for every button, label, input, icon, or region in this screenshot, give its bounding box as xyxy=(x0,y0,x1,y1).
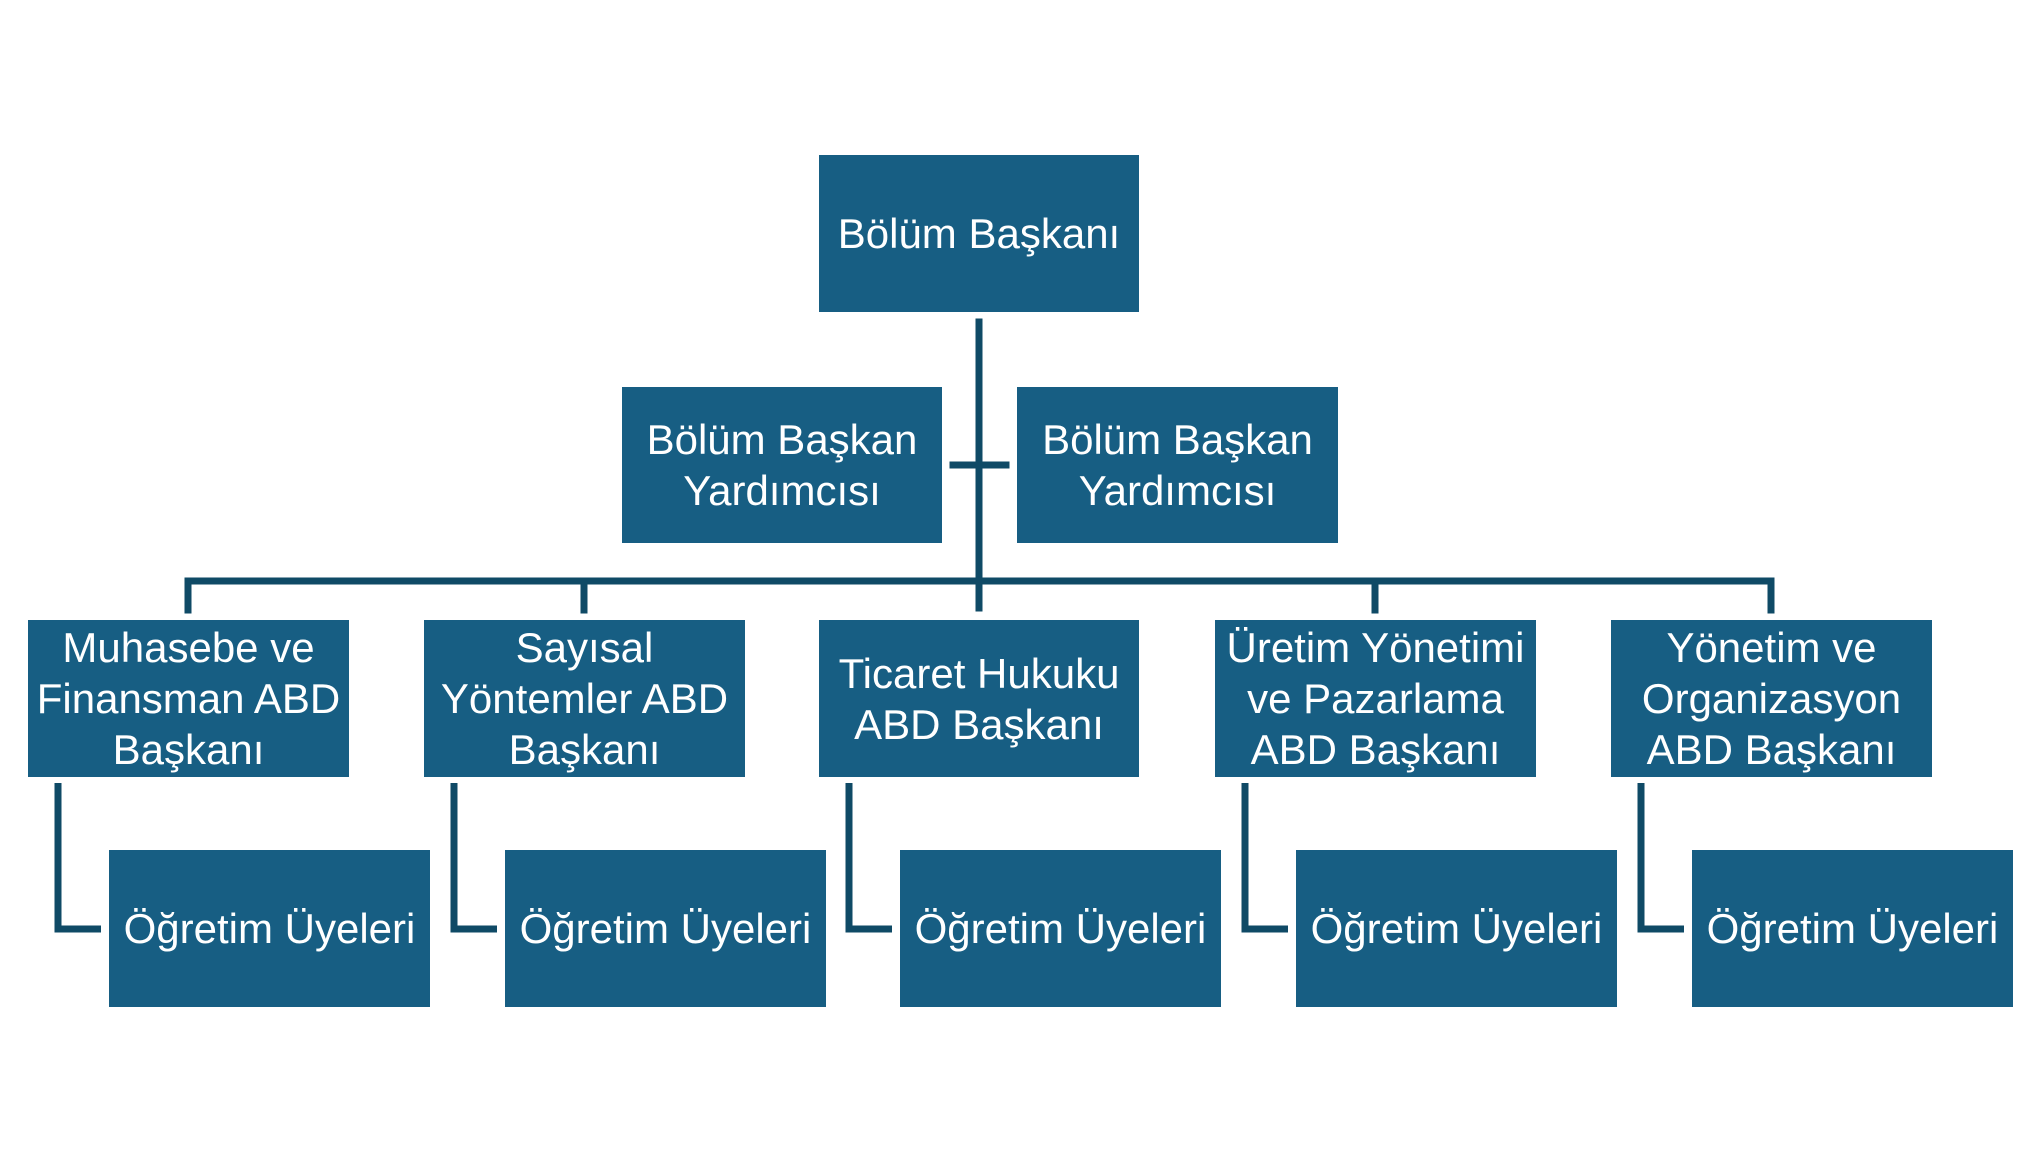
department-box: Yönetim ve Organizasyon ABD Başkanı xyxy=(1611,620,1932,777)
members-box: Öğretim Üyeleri xyxy=(1692,850,2013,1007)
department-box: Ticaret Hukuku ABD Başkanı xyxy=(819,620,1139,777)
members-box: Öğretim Üyeleri xyxy=(505,850,826,1007)
member-connector xyxy=(54,783,101,933)
members-box: Öğretim Üyeleri xyxy=(109,850,430,1007)
member-connector xyxy=(450,783,497,933)
department-box: Sayısal Yöntemler ABD Başkanı xyxy=(424,620,745,777)
member-connector xyxy=(1637,783,1684,933)
head-box: Bölüm Başkanı xyxy=(819,155,1139,312)
member-connector xyxy=(845,783,892,933)
members-box: Öğretim Üyeleri xyxy=(900,850,1221,1007)
assistant-box: Bölüm Başkan Yardımcısı xyxy=(1017,387,1338,543)
department-box: Muhasebe ve Finansman ABD Başkanı xyxy=(28,620,349,777)
member-connector xyxy=(1241,783,1288,933)
members-box: Öğretim Üyeleri xyxy=(1296,850,1617,1007)
assistant-box: Bölüm Başkan Yardımcısı xyxy=(622,387,942,543)
department-box: Üretim Yönetimi ve Pazarlama ABD Başkanı xyxy=(1215,620,1536,777)
